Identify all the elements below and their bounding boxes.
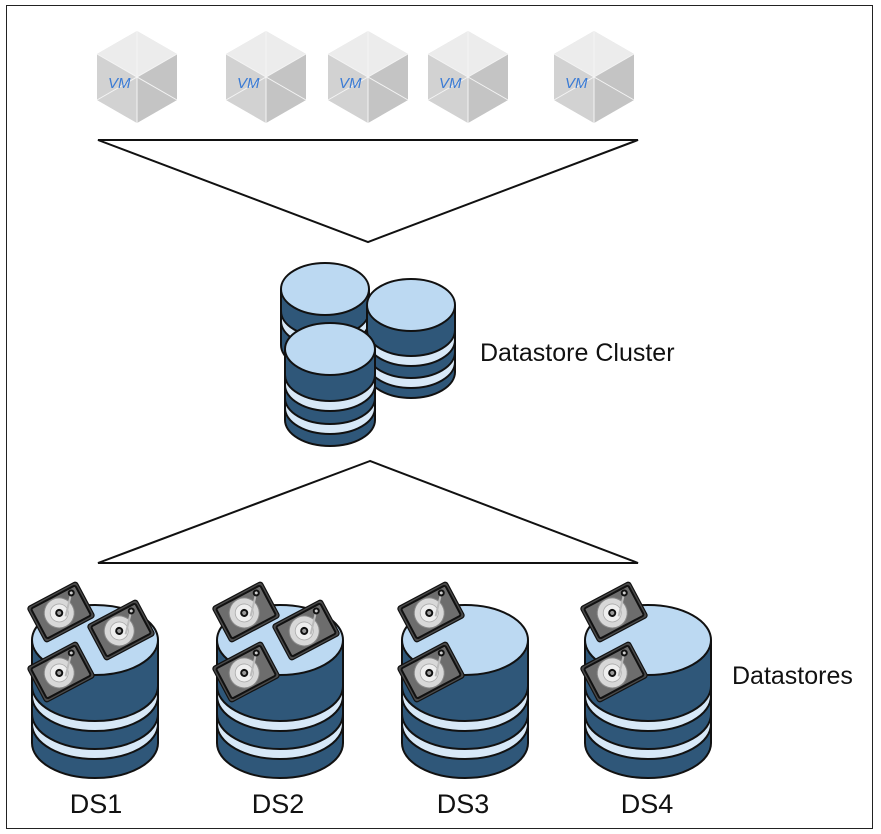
cylinder-band [31,685,159,732]
cylinder-band [401,685,529,732]
cluster-stack-front [284,322,376,447]
datastore-name-ds1: DS1 [69,789,123,819]
vm-row: VM VM VM VM VM [96,30,635,124]
datastore-cluster-icon [280,262,456,447]
cylinder-band [401,713,529,760]
vm-badge: VM [439,75,462,92]
datastore-cluster-label: Datastore Cluster [480,339,675,367]
datastore-name-ds2: DS2 [251,789,305,819]
datastore-cylinder-icon [210,580,344,779]
datastore-cylinder-icon [395,580,529,779]
datastore-cylinder-icon [578,580,712,779]
cylinder-band [584,713,712,760]
vm-badge: VM [565,75,588,92]
diagram-frame [6,5,873,829]
datastores-label: Datastores [732,662,853,690]
cylinder-band [31,713,159,760]
datastore-cylinder-icon [25,580,159,779]
cluster-to-datastores-funnel [97,459,639,564]
vm-badge: VM [339,75,362,92]
datastore-name-ds3: DS3 [436,789,490,819]
vm-to-cluster-funnel [97,139,639,244]
cylinder-band [216,685,344,732]
vm-badge: VM [237,75,260,92]
datastore-name-ds4: DS4 [620,789,674,819]
vm-badge: VM [108,75,131,92]
cylinder-band [216,713,344,760]
cluster-stack-right [366,278,456,399]
cylinder-band [584,685,712,732]
